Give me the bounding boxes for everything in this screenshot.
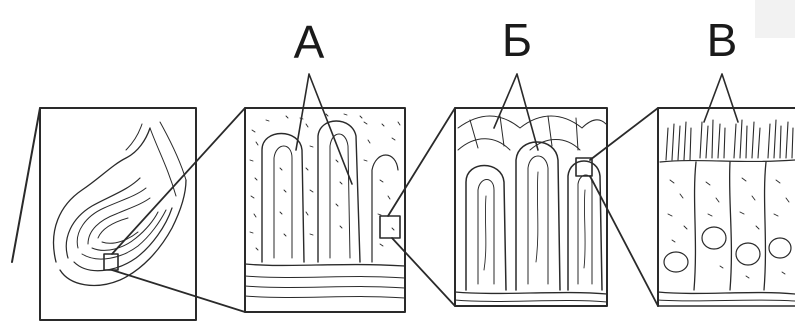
panel-epithelium-frame [658,108,795,306]
label-c: В [707,14,738,66]
label-b-group: Б [494,14,538,150]
organ-drawing [54,122,186,285]
zoom-line-1-top [112,108,245,254]
zoom-line-2-bottom [392,238,455,306]
label-b-pointer [494,74,538,150]
label-a-pointer [296,74,352,184]
panel-mucosa-frame [245,108,405,312]
label-c-pointer [704,74,738,122]
label-a: А [294,16,325,68]
label-c-group: В [704,14,738,122]
villi-drawing [455,116,607,302]
panel-villi [455,108,607,306]
zoom-line-3-bottom [590,176,658,306]
corner-shade [755,0,795,38]
zoom-line-3-top [590,108,658,160]
panel-epithelium [658,108,795,306]
panel-mucosa [245,108,405,312]
left-edge-line [12,108,40,262]
label-b: Б [502,14,532,66]
mucosa-zoom-box [380,216,400,238]
epithelium-drawing [658,120,795,301]
mucosa-drawing [245,114,405,298]
zoom-line-2-top [388,108,455,216]
zoom-line-1-bottom [112,270,245,312]
